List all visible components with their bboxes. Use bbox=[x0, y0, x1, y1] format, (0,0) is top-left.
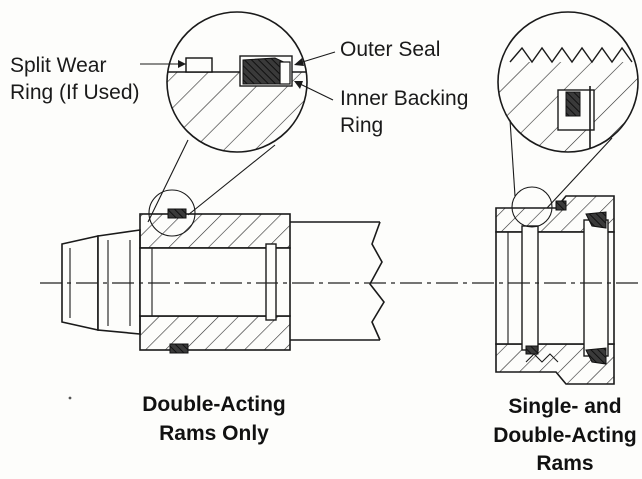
label-split-wear-ring-line1: Split Wear bbox=[10, 54, 106, 77]
caption-single-double-line1: Single- and bbox=[508, 395, 621, 418]
label-split-wear-ring-line2: Ring (If Used) bbox=[10, 81, 140, 104]
detail-circle-right bbox=[497, 11, 639, 153]
label-outer-seal: Outer Seal bbox=[340, 38, 440, 61]
caption-double-acting-line2: Rams Only bbox=[159, 422, 269, 445]
leader-lines-left bbox=[140, 51, 336, 101]
single-double-acting-ram-drawing bbox=[495, 195, 615, 385]
caption-double-acting-line1: Double-Acting bbox=[142, 393, 285, 416]
label-inner-backing-ring-line1: Inner Backing bbox=[340, 87, 468, 110]
double-acting-ram-drawing bbox=[61, 208, 385, 354]
caption-single-double-line3: Rams bbox=[536, 452, 593, 475]
caption-single-double-line2: Double-Acting bbox=[493, 424, 636, 447]
label-inner-backing-ring-line2: Ring bbox=[340, 114, 383, 137]
